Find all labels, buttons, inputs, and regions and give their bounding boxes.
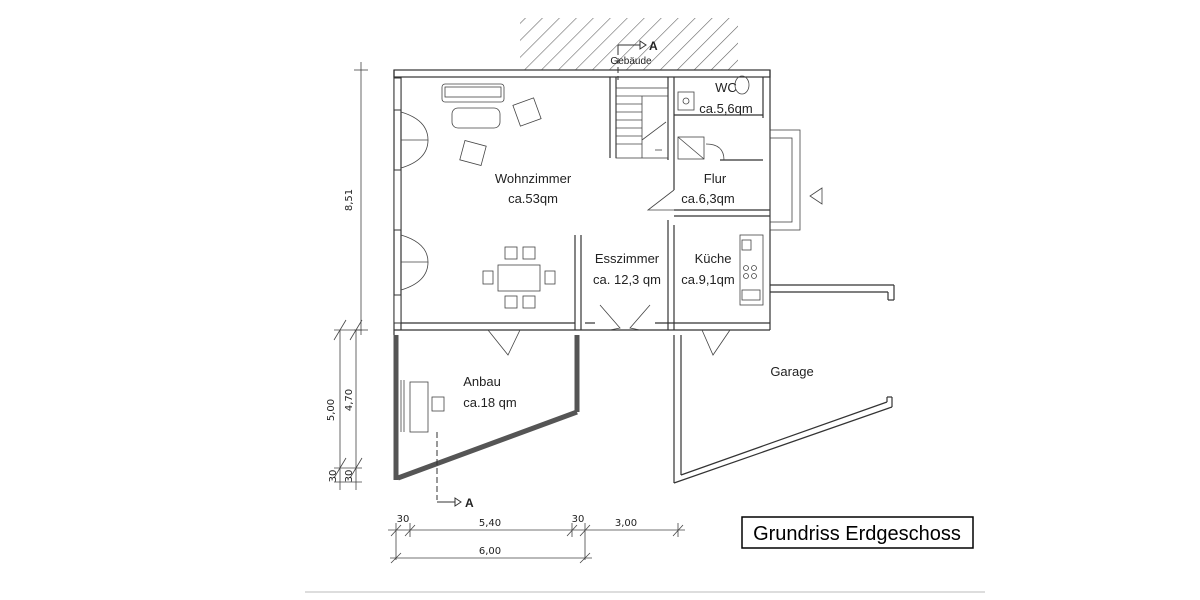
horizontal-dimensions [388,523,685,564]
room-flur-area: ca.6,3qm [681,191,734,206]
plan-title: Grundriss Erdgeschoss [753,523,961,545]
section-line-top [617,40,647,80]
section-marker-top: A [649,39,658,53]
dim-h-3: 30 [572,514,585,525]
dim-h-2: 5,40 [479,518,501,529]
dim-v-1: 8,51 [344,189,355,211]
room-flur-name: Flur [704,171,727,186]
section-line-bottom [436,432,462,507]
title-box: Grundriss Erdgeschoss [741,516,974,549]
dim-h-1: 30 [397,514,410,525]
garage-walls [673,284,895,484]
door-swings [487,143,731,356]
room-esszimmer-area: ca. 12,3 qm [593,272,661,287]
label-gebaeude: Gebäude [610,56,652,67]
dim-h-total: 6,00 [479,546,501,557]
wc-fixtures [677,75,750,160]
room-anbau-name: Anbau [463,374,501,389]
room-esszimmer-name: Esszimmer [595,251,660,266]
dim-v-3: 5,00 [326,399,337,421]
annex-walls [393,335,580,481]
french-doors-left [400,111,429,291]
dim-h-4: 3,00 [615,518,637,529]
dim-v-2: 4,70 [344,389,355,411]
room-wc-name: WC [715,80,737,95]
adjacent-building-hatch [520,18,738,70]
vertical-dimensions [333,62,368,490]
kitchen-counter [739,234,764,306]
dim-v-4: 30 [344,470,355,483]
room-garage-name: Garage [770,364,813,379]
room-wohnzimmer-name: Wohnzimmer [495,171,572,186]
room-wohnzimmer-area: ca.53qm [508,191,558,206]
living-furniture [441,83,556,309]
staircase [615,87,669,159]
room-anbau-area: ca.18 qm [463,395,516,410]
dim-v-5: 30 [328,470,339,483]
room-kueche-area: ca.9,1qm [681,272,734,287]
outer-walls [393,69,771,335]
entrance-porch [769,129,823,231]
section-marker-bottom: A [465,496,474,510]
room-wc-area: ca.5,6qm [699,101,752,116]
room-kueche-name: Küche [695,251,732,266]
